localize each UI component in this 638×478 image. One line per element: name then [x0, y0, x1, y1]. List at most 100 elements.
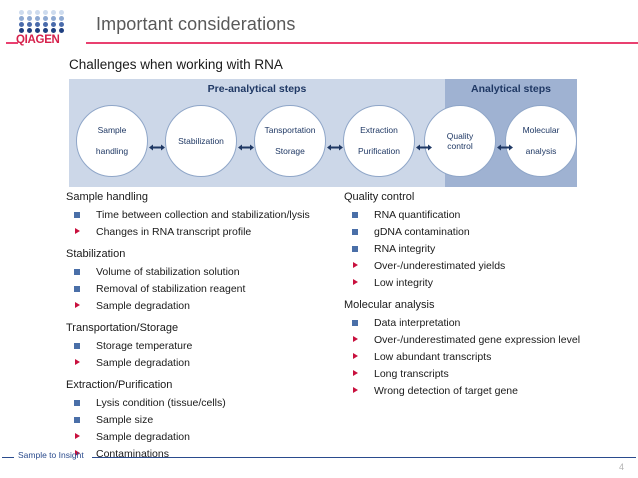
band-analytical-label: Analytical steps [471, 83, 551, 95]
list-item-label: RNA quantification [374, 209, 461, 221]
slide-heading: Challenges when working with RNA [69, 57, 283, 72]
list-item: Contaminations [66, 446, 356, 463]
bullet-group-title: Stabilization [66, 248, 126, 260]
double-arrow-icon [149, 138, 165, 151]
list-item: Lysis condition (tissue/cells) [66, 395, 356, 412]
footer-rule-stub [2, 457, 14, 458]
triangle-bullet-icon [75, 450, 80, 456]
footer-tagline: Sample to Insight [18, 450, 84, 460]
list-item-label: Over-/underestimated yields [374, 260, 506, 272]
footer-rule [92, 457, 636, 458]
list-item: Time between collection and stabilizatio… [66, 207, 356, 224]
list-item: Sample size [66, 412, 356, 429]
triangle-bullet-icon [353, 279, 358, 285]
node-line-2: Storage [275, 146, 305, 157]
node-line-1: Tansportation [264, 125, 316, 136]
workflow-diagram: Pre-analytical steps Analytical steps Sa… [69, 79, 577, 187]
band-pre-analytical-label: Pre-analytical steps [207, 83, 307, 95]
list-item-label: Sample degradation [96, 357, 190, 369]
bullet-list: Time between collection and stabilizatio… [66, 207, 356, 241]
list-item: Removal of stabilization reagent [66, 281, 356, 298]
list-item: Sample degradation [66, 355, 356, 372]
double-arrow-icon [238, 138, 254, 151]
list-item: RNA integrity [344, 241, 634, 258]
square-bullet-icon [74, 417, 80, 423]
square-bullet-icon [74, 269, 80, 275]
header-rule [86, 42, 638, 44]
bullet-group-title: Molecular analysis [344, 299, 435, 311]
list-item-label: Contaminations [96, 448, 169, 460]
list-item-label: Low abundant transcripts [374, 351, 492, 363]
node-line-1: Extraction [360, 125, 398, 136]
list-item-label: Low integrity [374, 277, 433, 289]
qiagen-logo: QIAGEN [16, 9, 80, 46]
list-item-label: Wrong detection of target gene [374, 385, 518, 397]
list-item-label: Time between collection and stabilizatio… [96, 209, 310, 221]
list-item: Volume of stabilization solution [66, 264, 356, 281]
list-item: Long transcripts [344, 366, 634, 383]
triangle-bullet-icon [353, 262, 358, 268]
list-item-label: Lysis condition (tissue/cells) [96, 397, 226, 409]
triangle-bullet-icon [75, 302, 80, 308]
list-item: Low abundant transcripts [344, 349, 634, 366]
square-bullet-icon [74, 286, 80, 292]
node-quality-control[interactable]: Quality control [424, 105, 496, 177]
logo-dot-grid [17, 9, 65, 33]
square-bullet-icon [352, 229, 358, 235]
bullet-group-title: Transportation/Storage [66, 322, 179, 334]
square-bullet-icon [74, 212, 80, 218]
node-molecular-analysis[interactable]: Molecular analysis [505, 105, 577, 177]
bullet-group-title: Extraction/Purification [66, 379, 173, 391]
list-item-label: Sample degradation [96, 431, 190, 443]
square-bullet-icon [74, 400, 80, 406]
list-item-label: Over-/underestimated gene expression lev… [374, 334, 581, 346]
page-number: 4 [618, 462, 624, 472]
list-item-label: Changes in RNA transcript profile [96, 226, 252, 238]
node-stabilization[interactable]: Stabilization [165, 105, 237, 177]
page-title: Important considerations [96, 14, 296, 34]
triangle-bullet-icon [353, 336, 358, 342]
list-item: Wrong detection of target gene [344, 383, 634, 400]
triangle-bullet-icon [75, 228, 80, 234]
double-arrow-icon [327, 138, 343, 151]
bullet-group-title: Quality control [344, 191, 415, 203]
node-line-2: Purification [357, 146, 401, 157]
list-item: Sample degradation [66, 429, 356, 446]
node-line-1: Stabilization [178, 135, 224, 146]
triangle-bullet-icon [353, 387, 358, 393]
triangle-bullet-icon [75, 433, 80, 439]
list-item-label: gDNA contamination [374, 226, 470, 238]
square-bullet-icon [74, 343, 80, 349]
double-arrow-icon [416, 138, 432, 151]
list-item-label: Long transcripts [374, 368, 449, 380]
list-item: Over-/underestimated yields [344, 258, 634, 275]
list-item-label: Volume of stabilization solution [96, 266, 240, 278]
list-item: Storage temperature [66, 338, 356, 355]
header-rule-stub [6, 42, 18, 44]
logo-wordmark: QIAGEN [16, 34, 60, 46]
node-line-1: Quality control [446, 130, 474, 152]
list-item: Low integrity [344, 275, 634, 292]
list-item: Changes in RNA transcript profile [66, 224, 356, 241]
list-item: gDNA contamination [344, 224, 634, 241]
bullet-group-title: Sample handling [66, 191, 148, 203]
list-item: Data interpretation [344, 315, 634, 332]
list-item-label: Sample degradation [96, 300, 190, 312]
list-item-label: Removal of stabilization reagent [96, 283, 246, 295]
node-line-1: Molecular [522, 125, 560, 136]
list-item-label: RNA integrity [374, 243, 436, 255]
node-line-2: analysis [525, 146, 557, 157]
list-item-label: Sample size [96, 414, 154, 426]
list-item-label: Storage temperature [96, 340, 193, 352]
square-bullet-icon [352, 212, 358, 218]
triangle-bullet-icon [353, 353, 358, 359]
